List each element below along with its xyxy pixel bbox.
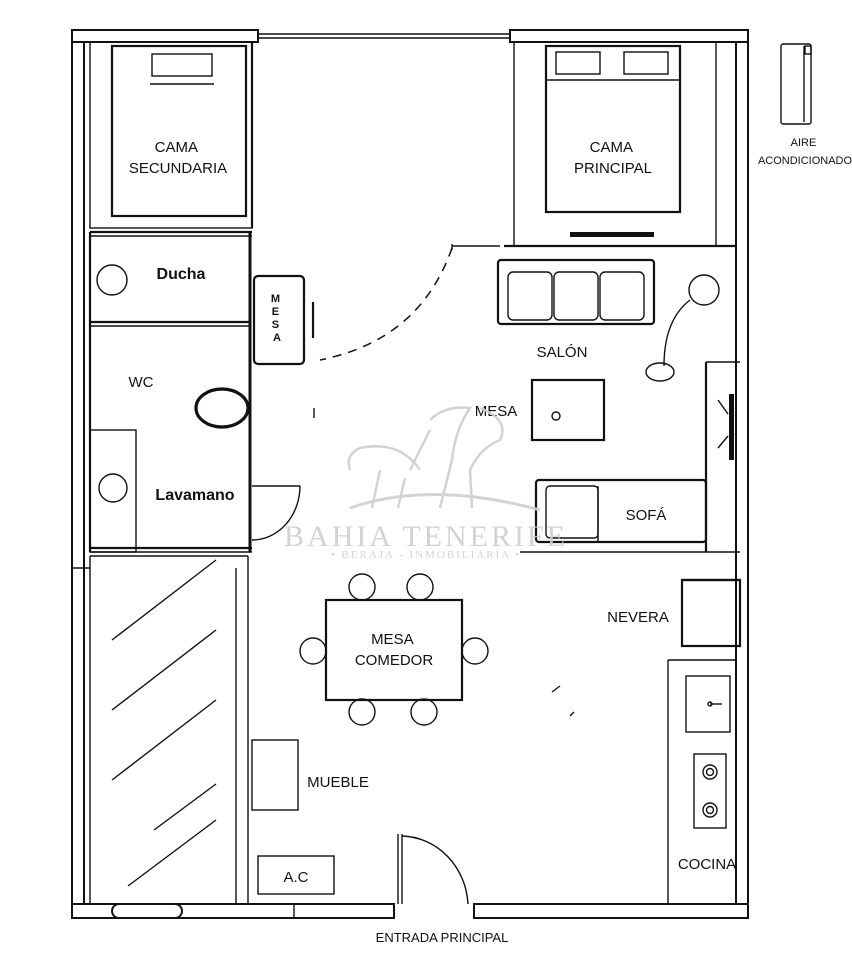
living-label: SALÓN [537, 344, 588, 361]
bed-secondary-line-1: CAMA [155, 139, 198, 156]
terrace [72, 555, 295, 919]
dining-table-line-1: MESA [371, 631, 414, 648]
secondary-bedroom: CAMA SECUNDARIA [89, 41, 254, 229]
wc-label: WC [129, 374, 154, 391]
kitchen: NEVERA COCINA [607, 578, 742, 904]
bathroom: Ducha WC Lavamano [88, 230, 301, 553]
shower-label: Ducha [157, 266, 206, 283]
ac-legend-label: AIRE ACONDICIONADO [758, 137, 852, 167]
desk-letter-4: A [273, 332, 281, 344]
entrance-door: ENTRADA PRINCIPAL [376, 834, 509, 945]
watermark: BAHIA TENERIFE • BERAJA - INMOBILIARIA • [284, 406, 568, 561]
ac-legend: AIRE ACONDICIONADO [758, 43, 852, 167]
furniture-area: MUEBLE A.C [251, 739, 369, 895]
coffee-table-label: MESA [475, 403, 518, 420]
bed-secondary-line-2: SECUNDARIA [129, 160, 227, 177]
sofa-label: SOFÁ [626, 507, 667, 524]
desk-letter-2: E [272, 306, 279, 318]
ac-unit-label: A.C [283, 869, 308, 886]
sink-label: Lavamano [155, 487, 234, 504]
watermark-tagline: • BERAJA - INMOBILIARIA • [331, 549, 521, 561]
dining-table-label: MESA COMEDOR [355, 631, 434, 669]
fridge-label: NEVERA [607, 609, 669, 626]
outer-walls [71, 29, 749, 919]
bed-main-label: CAMA PRINCIPAL [574, 139, 652, 177]
desk-label: M E S A [271, 293, 283, 344]
desk-letter-1: M [271, 293, 280, 305]
bedroom-door-swing [313, 244, 500, 418]
ac-legend-line-1: AIRE [791, 137, 817, 149]
dining-area: MESA COMEDOR [299, 573, 575, 726]
main-bedroom: CAMA PRINCIPAL [504, 41, 737, 248]
desk: M E S A [252, 274, 315, 366]
dining-table-line-2: COMEDOR [355, 652, 434, 669]
bed-main-line-1: CAMA [590, 139, 633, 156]
desk-letter-3: S [272, 319, 279, 331]
bed-main-line-2: PRINCIPAL [574, 160, 652, 177]
bed-secondary-label: CAMA SECUNDARIA [129, 139, 227, 177]
living-room: SALÓN MESA SOFÁ [475, 258, 740, 553]
watermark-brand: BAHIA TENERIFE [284, 520, 568, 553]
lion-logo [347, 406, 541, 512]
entrance-label: ENTRADA PRINCIPAL [376, 930, 509, 945]
kitchen-label: COCINA [678, 856, 736, 873]
furniture-label: MUEBLE [307, 774, 369, 791]
ac-legend-line-2: ACONDICIONADO [758, 155, 852, 167]
